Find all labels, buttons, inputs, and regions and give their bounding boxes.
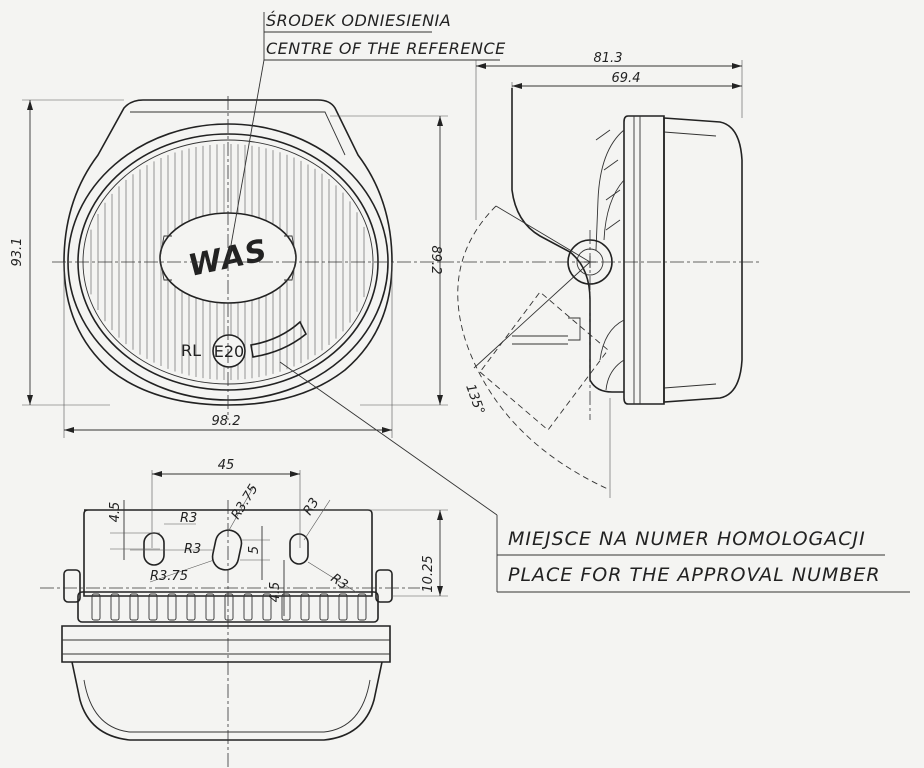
reference-label-pl: ŚRODEK ODNIESIENIA xyxy=(266,11,451,30)
front-view: WAS E20 RL xyxy=(52,96,440,420)
side-mount-bracket xyxy=(511,88,624,393)
approval-label-pl: MIEJSCE NA NUMER HOMOLOGACJI xyxy=(508,528,866,550)
dim-tilt-angle: 135° xyxy=(462,382,487,417)
dim-slot-height: 5 xyxy=(247,546,262,554)
housing-rib xyxy=(262,593,272,621)
housing-rib xyxy=(91,593,101,621)
side-wire xyxy=(512,317,581,345)
housing-rib xyxy=(129,593,139,621)
housing-rib xyxy=(167,593,177,621)
reference-label-en: CENTRE OF THE REFERENCE xyxy=(266,39,506,58)
bottom-view xyxy=(40,500,420,768)
slot-right xyxy=(289,533,309,565)
housing-rib xyxy=(205,593,215,621)
dim-depth-total: 81.3 xyxy=(594,51,623,66)
bottom-bezel xyxy=(61,625,391,663)
approval-number-area xyxy=(250,320,308,358)
front-housing-inner-line xyxy=(130,111,346,156)
housing-rib xyxy=(148,593,158,621)
knob-left xyxy=(63,569,81,603)
dim-radius-right-top: R3 xyxy=(301,495,323,518)
housing-rib xyxy=(338,593,348,621)
approval-callout: MIEJSCE NA NUMER HOMOLOGACJI PLACE FOR T… xyxy=(279,361,910,593)
approval-leader-line xyxy=(279,361,498,516)
dim-slot-offset-top: 4.5 xyxy=(108,502,123,523)
approval-label-en: PLACE FOR THE APPROVAL NUMBER xyxy=(508,564,881,586)
dim-slot-spacing: 45 xyxy=(218,458,235,473)
bottom-lens-dome xyxy=(71,661,383,741)
dim-height-total: 93.1 xyxy=(10,238,25,267)
approval-mark-text: E20 xyxy=(214,342,244,361)
slot-center xyxy=(211,529,243,571)
dim-width-front: 98.2 xyxy=(212,414,241,429)
dim-bracket-height: 10.25 xyxy=(421,555,436,592)
dim-radius-center: R3.75 xyxy=(229,482,262,522)
housing-rib xyxy=(243,593,253,621)
swing-arc xyxy=(457,205,611,491)
logo-bracket-right xyxy=(284,235,297,281)
side-bezel xyxy=(623,115,665,405)
dim-depth-body: 69.4 xyxy=(612,71,641,86)
bottom-housing-ribs xyxy=(91,593,367,621)
bottom-view-dimensions: 45 4.5 R3 R3 R3.75 R3.75 5 4.5 R3 R3 10. xyxy=(108,458,448,616)
housing-rib xyxy=(224,593,234,621)
dim-radius-left-mid: R3 xyxy=(184,542,201,557)
housing-rib xyxy=(300,593,310,621)
side-rear-body xyxy=(663,117,743,403)
housing-rib xyxy=(186,593,196,621)
dim-radius-left-bottom: R3.75 xyxy=(150,569,188,584)
housing-rib xyxy=(110,593,120,621)
knob-right xyxy=(375,569,393,603)
approval-prefix-text: RL xyxy=(181,341,201,360)
housing-rib xyxy=(319,593,329,621)
dim-radius-left-top: R3 xyxy=(180,511,197,526)
side-view: 135° xyxy=(440,88,760,491)
housing-rib xyxy=(357,593,367,621)
front-view-dimensions: 93.1 89.2 98.2 xyxy=(10,99,448,438)
front-housing-outline xyxy=(63,99,393,406)
reference-callout: ŚRODEK ODNIESIENIA CENTRE OF THE REFEREN… xyxy=(227,11,506,263)
approval-mark-circle xyxy=(212,334,246,368)
dim-height-lens: 89.2 xyxy=(428,246,443,275)
housing-rib xyxy=(281,593,291,621)
side-view-dimensions: 81.3 69.4 xyxy=(475,51,743,498)
swing-rotated-outline xyxy=(479,291,609,431)
dim-radius-right-bottom: R3 xyxy=(328,571,351,593)
dim-slot-offset-bottom: 4.5 xyxy=(268,582,283,603)
logo-bracket-left xyxy=(159,235,172,281)
